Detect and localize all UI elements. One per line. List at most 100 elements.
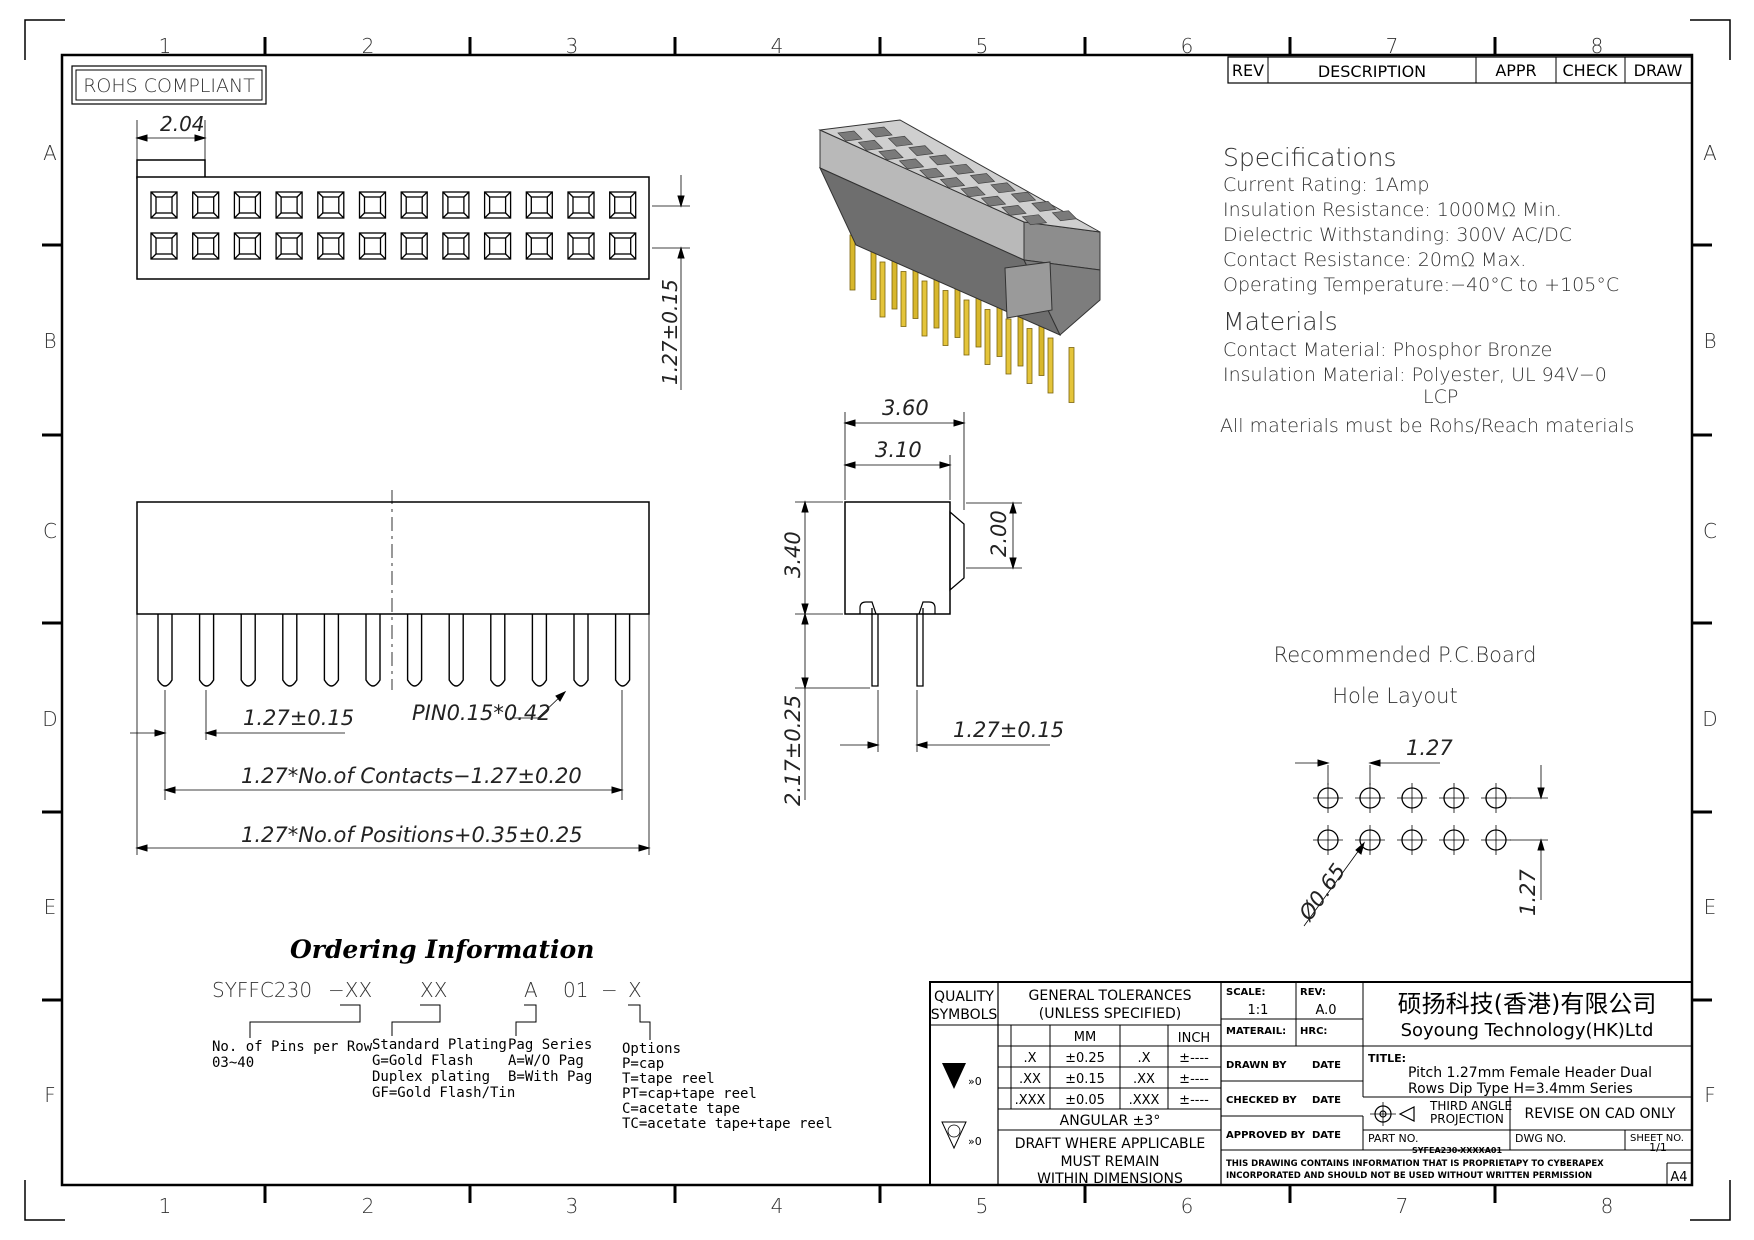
zone-left-c: C [43,519,57,543]
spec-current-rating: Current Rating: 1Amp [1223,174,1429,196]
side-view [795,412,1050,800]
top-contact-cell [150,191,178,219]
zone-right-c: C [1703,519,1717,543]
top-contact-grid [150,191,637,260]
tol-inch-header: INCH [1178,1031,1210,1046]
zone-top-7: 7 [1386,34,1399,58]
top-contact-cell [192,232,220,260]
iso-cell [1001,205,1027,216]
rohs-label: ROHS COMPLIANT [83,75,255,97]
iso-pin [921,280,928,337]
spec-operating-temperature: Operating Temperature:−40°C to +105°C [1223,274,1619,296]
top-view [135,120,690,390]
top-contact-cell [233,191,262,219]
title-line-1: Pitch 1.27mm Female Header Dual [1408,1065,1652,1081]
material-label: MATERAIL: [1226,1026,1286,1037]
order-series-title: Pag Series [508,1037,592,1053]
zone-bottom-1: 1 [159,1194,172,1218]
tol-r3-b: ±0.05 [1065,1093,1105,1108]
dim-side-width-outer: 3.60 [882,396,929,420]
zone-right-b: B [1703,329,1716,353]
revise-note: REVISE ON CAD ONLY [1525,1106,1676,1122]
pcb-hole [1481,783,1511,813]
company-name-en: Soyoung Technology(HK)Ltd [1401,1020,1654,1041]
rev-header: REV [1232,61,1264,80]
front-pin [573,614,589,687]
dim-positions-formula: 1.27*No.of Positions+0.35±0.25 [241,823,583,847]
iso-cell [949,163,975,175]
top-contact-cell [483,191,512,219]
tol-r2-d: ±---- [1179,1072,1209,1087]
scale-label: SCALE: [1226,987,1265,998]
zone-top-4: 4 [771,34,784,58]
rev-value: A.0 [1315,1003,1336,1018]
scale-value: 1:1 [1248,1003,1269,1018]
zone-right-e: E [1704,895,1717,919]
iso-cell [857,139,884,151]
dim-side-pitch: 1.27±0.15 [953,718,1064,742]
quality-triangle-solid-icon [942,1063,966,1089]
order-option-tc: TC=acetate tape+tape reel [622,1116,833,1132]
iso-cell [898,158,925,170]
order-plating-duplex: Duplex plating [372,1069,490,1085]
front-view [130,490,651,855]
pcb-hole [1313,825,1343,855]
iso-pin [1026,328,1033,384]
company-name-cn: 硕扬科技(香港)有限公司 [1398,990,1657,1018]
spec-contact-resistance: Contact Resistance: 20mΩ Max. [1223,249,1526,271]
order-series-a: A=W/O Pag [508,1053,584,1069]
iso-pin [879,261,886,318]
iso-cell [1051,210,1078,222]
iso-cell [939,177,966,188]
front-pin [406,614,423,687]
order-plating-g: G=Gold Flash [372,1053,473,1069]
pcb-hole [1439,783,1469,813]
iso-cell [969,173,996,184]
iso-contact-cells [837,126,1078,226]
order-pins-label: No. of Pins per Row [212,1039,373,1055]
dim-top-pitch: 1.27±0.15 [658,279,682,385]
pcb-hole-layout [1295,759,1548,927]
top-contact-cell [317,191,345,219]
zone-bottom-8: 8 [1601,1194,1614,1218]
pcb-hole [1439,825,1469,855]
zone-bottom-3: 3 [566,1194,579,1218]
approved-by-label: APPROVED BY [1226,1130,1306,1141]
top-contact-cell [275,232,303,260]
dim-top-width: 2.04 [160,112,205,136]
draft-note-1: DRAFT WHERE APPLICABLE [1015,1136,1206,1152]
iso-cell [837,130,863,142]
order-option-pt: PT=cap+tape reel [622,1086,757,1102]
front-pin [365,614,381,687]
top-contact-cell [400,232,428,260]
general-tol-title: GENERAL TOLERANCES [1029,988,1192,1004]
iso-pin [849,234,856,291]
top-contact-cell [609,232,637,260]
iso-cell [1031,201,1057,212]
dim-pin-size: PIN0.15*0.42 [412,701,551,725]
drawn-by-label: DRAWN BY [1226,1060,1287,1071]
iso-cell [928,154,955,166]
quality-solid-suffix: »0 [968,1075,982,1088]
quality-symbols-2: SYMBOLS [931,1007,998,1023]
zone-ticks [42,37,1712,1203]
iso-cell [919,167,945,179]
front-pin [323,614,340,687]
zone-right-d: D [1702,707,1717,731]
iso-pin [984,309,991,365]
zone-top-8: 8 [1591,34,1604,58]
proprietary-line-1: THIS DRAWING CONTAINS INFORMATION THAT I… [1226,1159,1604,1169]
iso-pin [942,290,949,346]
title-line-2: Rows Dip Type H=3.4mm Series [1408,1081,1633,1097]
iso-pins [849,234,1075,403]
iso-cell [867,126,893,138]
iso-pin [963,299,970,356]
material-insulation: Insulation Material: Polyester, UL 94V−0 [1223,364,1607,386]
quality-outline-suffix: »0 [968,1135,982,1148]
order-pins-range: 03~40 [212,1055,254,1071]
top-contact-cell [609,191,637,219]
spec-insulation-resistance: Insulation Resistance: 1000MΩ Min. [1223,199,1562,221]
drawing-frame [60,53,1694,1187]
dim-pcb-hole-dia: Ø0.65 [1294,859,1351,925]
front-pin [157,614,173,687]
